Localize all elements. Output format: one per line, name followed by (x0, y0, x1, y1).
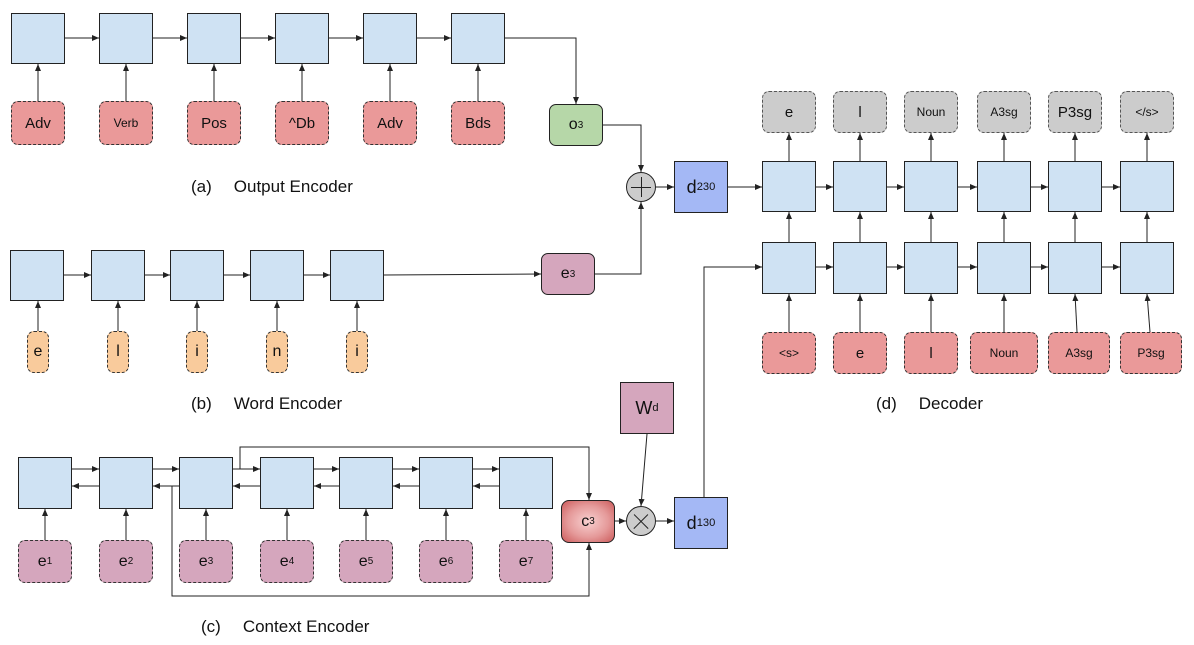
output-encoder-caption: (a)Output Encoder (191, 177, 353, 196)
output-tag: Verb (99, 101, 153, 145)
context-encoder-cell (260, 457, 314, 509)
decoder-caption: (d)Decoder (876, 394, 984, 413)
word-encoder-cell (10, 250, 64, 301)
decoder-output: Noun (904, 91, 958, 133)
decoder-output: l (833, 91, 887, 133)
decoder-cell-lower (904, 242, 958, 294)
decoder-cell-upper (762, 161, 816, 212)
output-encoder-cell (363, 13, 417, 64)
word-encoder-cell (250, 250, 304, 301)
decoder-cell-upper (1048, 161, 1102, 212)
decoder-cell-lower (977, 242, 1031, 294)
decoder-input: P3sg (1120, 332, 1182, 374)
output-tag: ^Db (275, 101, 329, 145)
context-encoder-cell (18, 457, 72, 509)
decoder-cell-upper (1120, 161, 1174, 212)
word-encoder-cell (330, 250, 384, 301)
context-encoder-cell (339, 457, 393, 509)
word-char: e (27, 331, 49, 373)
times-icon (626, 506, 656, 536)
context-encoder-cell (179, 457, 233, 509)
decoder-input: e (833, 332, 887, 374)
word-char: l (107, 331, 129, 373)
context-encoder-cell (499, 457, 553, 509)
output-tag: Adv (363, 101, 417, 145)
decoder-cell-lower (833, 242, 887, 294)
output-tag: Adv (11, 101, 65, 145)
decoder-input: A3sg (1048, 332, 1110, 374)
decoder-output: e (762, 91, 816, 133)
word-char: n (266, 331, 288, 373)
decoder-cell-upper (904, 161, 958, 212)
decoder-cell-lower (1120, 242, 1174, 294)
decoder-output: P3sg (1048, 91, 1102, 133)
context-encoder-caption: (c)Context Encoder (201, 617, 370, 636)
output-encoder-cell (451, 13, 505, 64)
decoder-cell-upper (977, 161, 1031, 212)
context-encoder-cell (99, 457, 153, 509)
decoder-input: Noun (970, 332, 1038, 374)
output-encoder-cell (99, 13, 153, 64)
output-encoder-cell (187, 13, 241, 64)
word-encoder-cell (91, 250, 145, 301)
word-encoder-cell (170, 250, 224, 301)
decoder-cell-upper (833, 161, 887, 212)
output-tag: Pos (187, 101, 241, 145)
decoder-output: </s> (1120, 91, 1174, 133)
context-encoder-cell (419, 457, 473, 509)
decoder-cell-lower (1048, 242, 1102, 294)
plus-icon (626, 172, 656, 202)
word-char: i (186, 331, 208, 373)
word-char: i (346, 331, 368, 373)
decoder-cell-lower (762, 242, 816, 294)
decoder-input: l (904, 332, 958, 374)
decoder-output: A3sg (977, 91, 1031, 133)
decoder-input: <s> (762, 332, 816, 374)
output-encoder-cell (275, 13, 329, 64)
output-tag: Bds (451, 101, 505, 145)
output-encoder-cell (11, 13, 65, 64)
word-encoder-caption: (b)Word Encoder (191, 394, 343, 413)
